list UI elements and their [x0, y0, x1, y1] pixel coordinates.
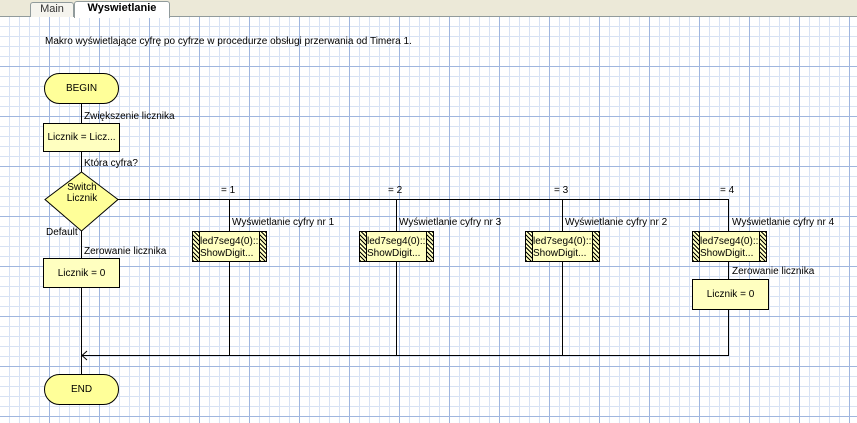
- case3-macro-hatch-left: [526, 232, 533, 261]
- case3-macro-hatch-right: [592, 232, 599, 261]
- switch-label-line1: Switch: [67, 182, 97, 193]
- case2-value: = 2: [388, 185, 403, 196]
- case3-value: = 3: [554, 185, 569, 196]
- case1-macro-box[interactable]: led7seg4(0):: ShowDigit...: [192, 231, 267, 262]
- tab-main[interactable]: Main: [30, 2, 74, 17]
- case1-macro-hatch-right: [259, 232, 266, 261]
- flowchart-canvas[interactable]: Makro wyświetlające cyfrę po cyfrze w pr…: [0, 17, 857, 423]
- case2-macro-line1: led7seg4(0)::: [367, 236, 426, 247]
- case1-value: = 1: [221, 185, 236, 196]
- case2-macro-box[interactable]: led7seg4(0):: ShowDigit...: [359, 231, 434, 262]
- default-label: Default: [46, 227, 78, 238]
- tab-wyswietlanie[interactable]: Wyswietlanie: [74, 1, 170, 18]
- case1-macro-line2: ShowDigit...: [200, 248, 254, 259]
- end-label: END: [70, 384, 93, 395]
- default-comment: Zerowanie licznika: [84, 246, 167, 257]
- begin-label: BEGIN: [65, 83, 98, 94]
- case3-macro-line2: ShowDigit...: [533, 248, 587, 259]
- flowchart-connectors: [44, 103, 729, 374]
- inc-comment: Zwiększenie licznika: [84, 111, 175, 122]
- case4-value: = 4: [720, 185, 735, 196]
- tab-bar: Main Wyswietlanie: [0, 0, 857, 18]
- case4-reset-box[interactable]: Licznik = 0: [692, 279, 769, 310]
- case2-macro-line2: ShowDigit...: [367, 248, 421, 259]
- switch-label-line2: Licznik: [66, 193, 98, 204]
- end-terminator[interactable]: END: [44, 374, 119, 405]
- case4-comment: Wyświetlanie cyfry nr 4: [732, 217, 835, 228]
- case1-comment: Wyświetlanie cyfry nr 1: [232, 217, 335, 228]
- macro-description: Makro wyświetlające cyfrę po cyfrze w pr…: [45, 36, 412, 47]
- case3-comment: Wyświetlanie cyfry nr 2: [565, 217, 668, 228]
- case4-macro-line2: ShowDigit...: [700, 248, 754, 259]
- switch-diamond: [44, 171, 119, 232]
- switch-comment: Która cyfra?: [84, 158, 138, 169]
- case2-macro-hatch-right: [426, 232, 433, 261]
- case4-macro-hatch-left: [693, 232, 700, 261]
- case1-macro-hatch-left: [193, 232, 200, 261]
- merge-arrowhead: [81, 350, 88, 361]
- case1-macro-line1: led7seg4(0)::: [200, 236, 259, 247]
- case2-macro-hatch-left: [360, 232, 367, 261]
- case4-reset-comment: Zerowanie licznika: [732, 266, 815, 277]
- case3-macro-line1: led7seg4(0)::: [533, 236, 592, 247]
- case4-macro-line1: led7seg4(0)::: [700, 236, 759, 247]
- begin-terminator[interactable]: BEGIN: [44, 73, 119, 104]
- switch-label[interactable]: Switch Licznik: [52, 182, 112, 204]
- case3-macro-box[interactable]: led7seg4(0):: ShowDigit...: [525, 231, 600, 262]
- case4-macro-hatch-right: [759, 232, 766, 261]
- inc-calculation-box[interactable]: Licznik = Licz...: [43, 123, 120, 152]
- case2-comment: Wyświetlanie cyfry nr 3: [399, 217, 502, 228]
- default-reset-box[interactable]: Licznik = 0: [43, 258, 120, 288]
- case4-macro-box[interactable]: led7seg4(0):: ShowDigit...: [692, 231, 767, 262]
